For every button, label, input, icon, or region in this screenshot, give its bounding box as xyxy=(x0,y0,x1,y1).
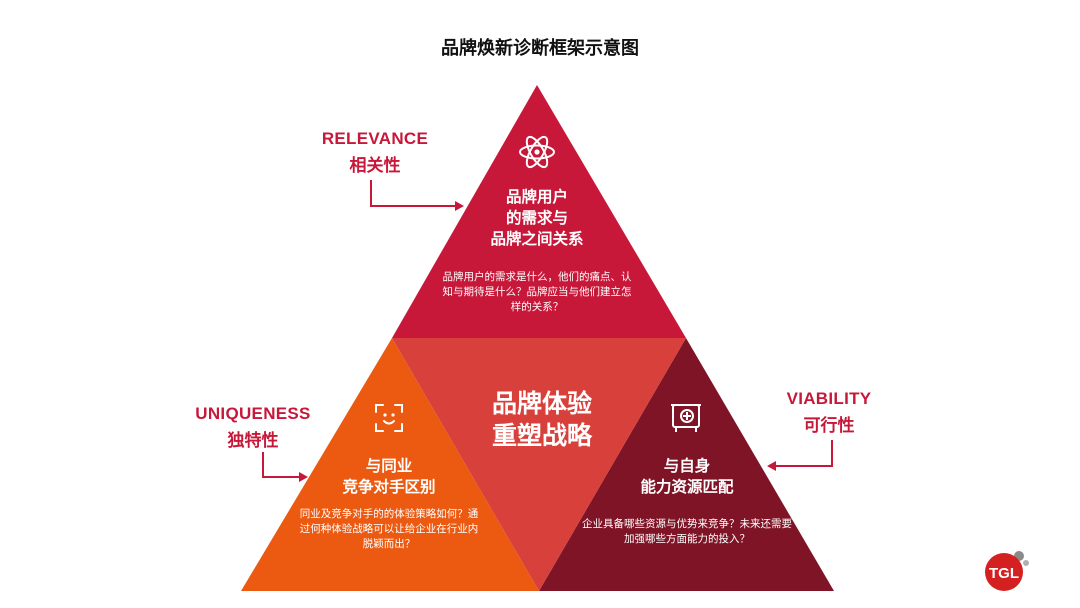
left-description: 同业及竞争对手的的体验策略如何？通 过何种体验战略可以让给企业在行业内 脱颖而出… xyxy=(284,507,494,552)
relevance-arrow xyxy=(370,180,464,211)
uniqueness-arrow xyxy=(262,452,308,482)
left-desc-line: 过何种体验战略可以让给企业在行业内 xyxy=(299,523,479,535)
right-desc-line: 加强哪些方面能力的投入？ xyxy=(624,533,750,545)
viability-arrow xyxy=(767,440,833,471)
atom-icon xyxy=(519,135,555,169)
safe-box-icon xyxy=(671,404,701,432)
right-triangle xyxy=(539,338,834,591)
top-heading-line: 的需求与 xyxy=(505,210,568,227)
viability-label-cn: 可行性 xyxy=(803,416,855,435)
logo-circle xyxy=(985,553,1023,591)
top-desc-line: 样的关系？ xyxy=(510,301,564,313)
top-desc-line: 知与期待是什么？品牌应当与他们建立怎 xyxy=(442,286,632,298)
top-desc-line: 品牌用户的需求是什么，他们的痛点、认 xyxy=(442,271,632,283)
right-heading-line: 与自身 xyxy=(663,458,711,475)
left-heading-line: 与同业 xyxy=(365,458,413,475)
logo-text: TGL xyxy=(989,565,1019,582)
center-label-line: 重塑战略 xyxy=(491,422,592,450)
center-triangle xyxy=(392,338,686,591)
logo-dot-small xyxy=(1023,560,1029,566)
tgl-logo: TGL xyxy=(985,551,1029,591)
top-heading-line: 品牌之间关系 xyxy=(490,231,584,248)
uniqueness-label-cn: 独特性 xyxy=(227,431,279,450)
center-label-line: 品牌体验 xyxy=(491,390,592,418)
viability-label-en: VIABILITY xyxy=(786,389,872,408)
left-desc-line: 同业及竞争对手的的体验策略如何？通 xyxy=(299,508,479,520)
top-description: 品牌用户的需求是什么，他们的痛点、认 知与期待是什么？品牌应当与他们建立怎 样的… xyxy=(427,270,647,315)
top-triangle xyxy=(392,85,686,338)
relevance-label-cn: 相关性 xyxy=(349,156,401,175)
relevance-label-en: RELEVANCE xyxy=(321,129,429,148)
left-heading: 与同业 竞争对手区别 xyxy=(314,456,464,498)
right-heading-line: 能力资源匹配 xyxy=(640,479,734,496)
top-heading: 品牌用户 的需求与 品牌之间关系 xyxy=(457,187,617,250)
top-heading-line: 品牌用户 xyxy=(505,189,568,206)
right-heading: 与自身 能力资源匹配 xyxy=(612,456,762,498)
left-desc-line: 脱颖而出？ xyxy=(362,538,416,550)
center-label: 品牌体验 重塑战略 xyxy=(467,388,617,452)
right-desc-line: 企业具备哪些资源与优势来竞争？未来还需要 xyxy=(582,518,792,530)
left-heading-line: 竞争对手区别 xyxy=(342,479,436,496)
uniqueness-label-en: UNIQUENESS xyxy=(195,404,311,423)
right-description: 企业具备哪些资源与优势来竞争？未来还需要 加强哪些方面能力的投入？ xyxy=(569,517,805,547)
face-scan-icon xyxy=(375,404,403,432)
page-title: 品牌焕新诊断框架示意图 xyxy=(441,38,639,58)
left-triangle xyxy=(241,338,539,591)
